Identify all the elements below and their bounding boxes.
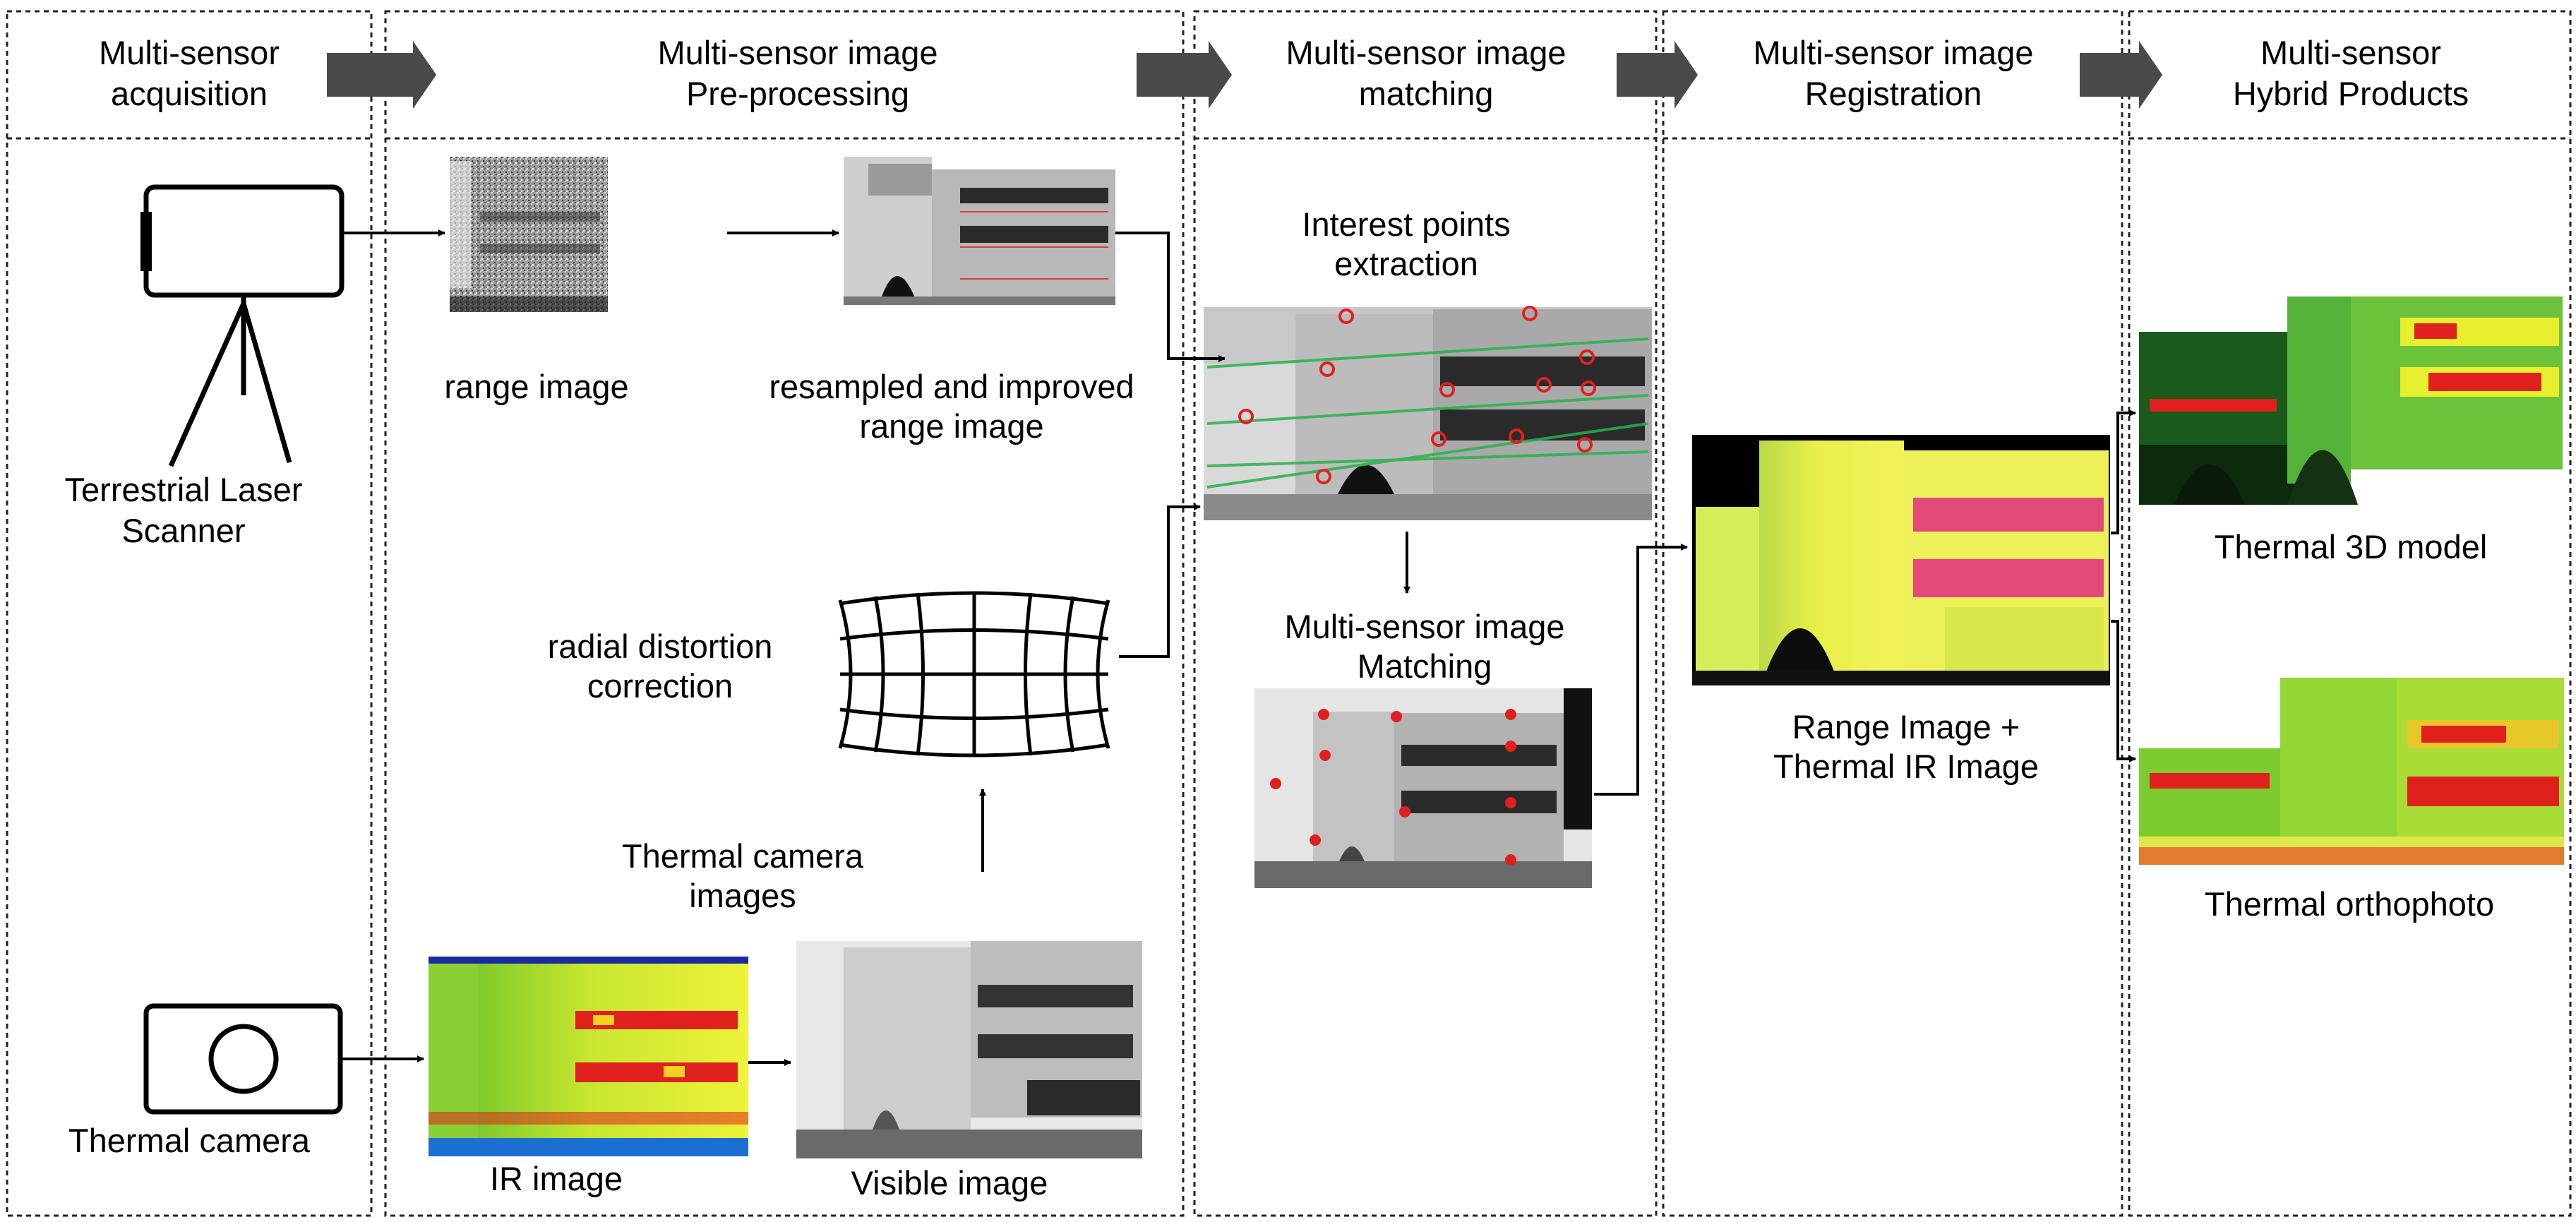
ir-image-label: IR image xyxy=(489,1160,623,1197)
visible-image xyxy=(796,941,1142,1158)
arrow-matching-to-registration xyxy=(1594,544,1688,796)
ir-image xyxy=(429,957,748,1156)
range-image xyxy=(450,157,608,312)
column-registration-frame xyxy=(1662,10,2123,1217)
arrow-registration-to-ortho xyxy=(2111,620,2136,762)
header-arrows xyxy=(327,41,2162,109)
column-frames xyxy=(6,10,2572,1217)
thermal-3d-model-label: Thermal 3D model xyxy=(2214,528,2488,565)
range-image-label: range image xyxy=(444,368,629,405)
arrow-registration-to-3d xyxy=(2111,409,2136,534)
header-arrow-4 xyxy=(2080,41,2162,109)
connector-arrows xyxy=(340,229,2136,1066)
resampled-range-image xyxy=(844,157,1115,305)
thermal-camera-icon xyxy=(143,1003,343,1115)
registration-image xyxy=(1692,435,2110,685)
thermal-orthophoto-label: Thermal orthophoto xyxy=(2204,885,2495,923)
header-arrow-2 xyxy=(1137,41,1232,109)
thermal-orthophoto-image xyxy=(2139,678,2564,865)
header-arrow-3 xyxy=(1617,41,1698,109)
matching-image xyxy=(1254,688,1592,888)
column-preprocessing-frame xyxy=(384,10,1185,1217)
thermal-camera-label: Thermal camera xyxy=(68,1122,311,1159)
registration-label: Range Image +Thermal IR Image xyxy=(1773,708,2039,785)
visible-image-label: Visible image xyxy=(851,1164,1048,1202)
column-acquisition-frame xyxy=(6,10,373,1217)
interest-points-image xyxy=(1204,306,1652,520)
arrow-resampled-to-matching xyxy=(1115,232,1226,362)
column-products-frame xyxy=(2128,10,2572,1217)
laser-scanner-icon xyxy=(140,184,345,467)
arrow-radial-to-matching xyxy=(1119,503,1201,658)
radial-distortion-grid xyxy=(838,591,1110,757)
thermal-3d-model-image xyxy=(2139,296,2563,505)
column-matching-frame xyxy=(1193,10,1658,1217)
header-arrow-1 xyxy=(327,41,436,109)
